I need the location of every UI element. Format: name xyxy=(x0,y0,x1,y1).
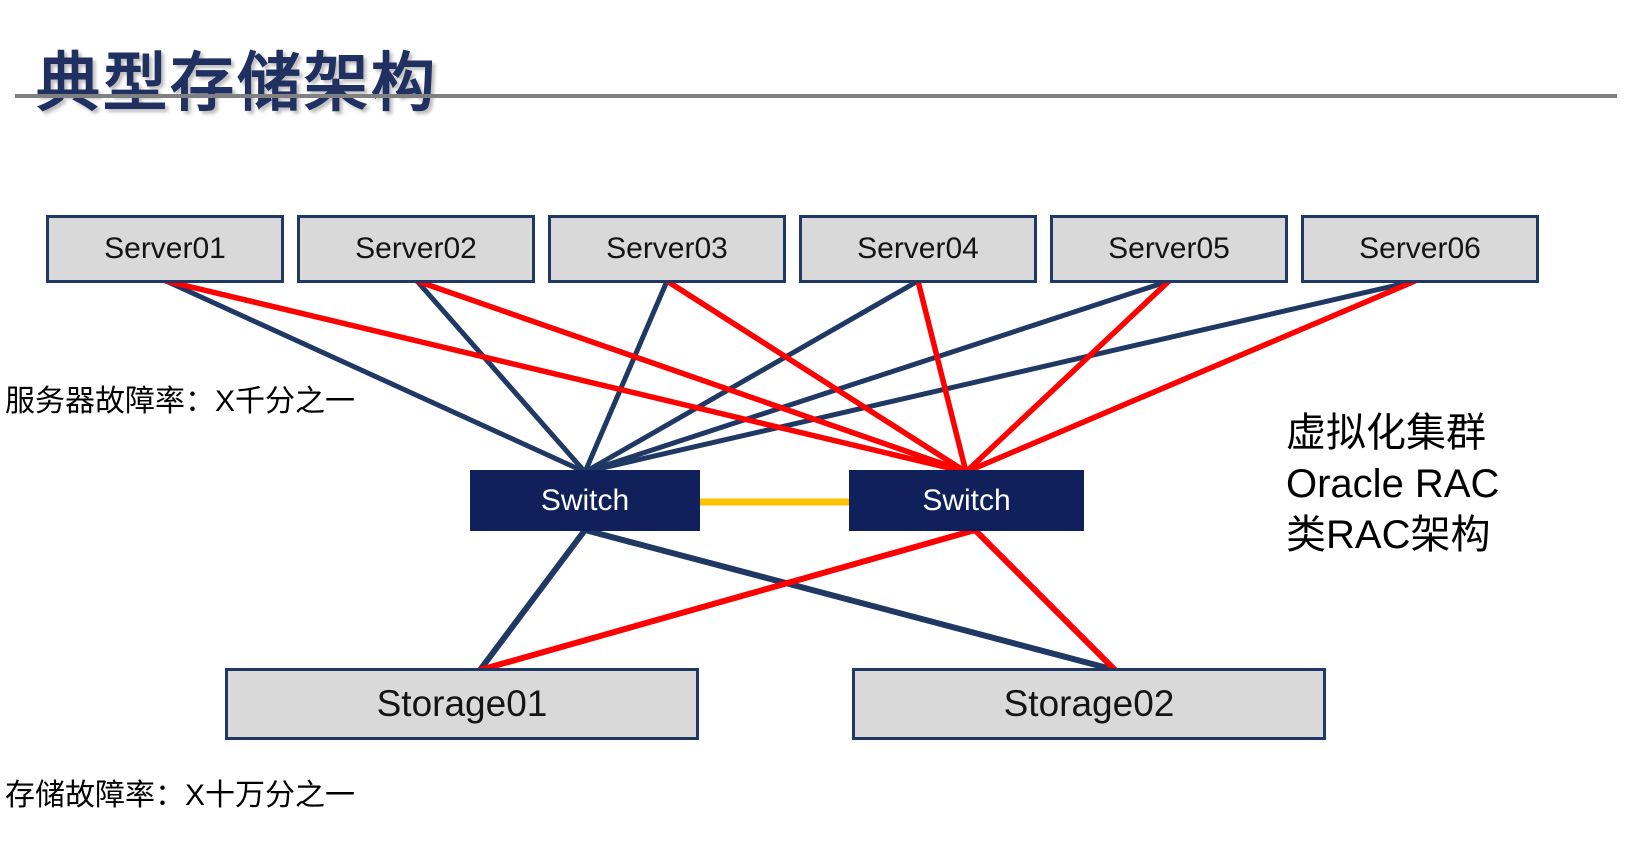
cluster-note-line3: 类RAC架构 xyxy=(1286,513,1491,557)
storage02-label: Storage02 xyxy=(1003,683,1175,724)
server05-label: Server05 xyxy=(1108,232,1230,265)
server-failure-rate-label: 服务器故障率：X千分之一 xyxy=(5,385,356,418)
page-title: 典型存储架构 xyxy=(36,46,438,119)
link-server04-switchA xyxy=(582,278,921,475)
link-switchB-storage01 xyxy=(477,527,978,673)
link-server01-switchB xyxy=(163,278,969,475)
storage-failure-rate-label: 存储故障率：X十万分之一 xyxy=(5,779,356,812)
link-server06-switchB xyxy=(963,278,1418,475)
server04-label: Server04 xyxy=(857,232,979,265)
switch-b-label: Switch xyxy=(922,483,1011,517)
link-server03-switchA xyxy=(582,278,670,475)
link-switchA-storage02 xyxy=(582,527,1118,673)
link-server01-switchA xyxy=(163,278,588,475)
link-server02-switchB xyxy=(414,278,969,475)
server02-label: Server02 xyxy=(355,232,477,265)
storage02-node: Storage02 xyxy=(852,668,1326,740)
link-switchB-storage02 xyxy=(972,527,1118,673)
server04-node: Server04 xyxy=(799,215,1037,283)
switch-a-label: Switch xyxy=(540,483,630,517)
server06-label: Server06 xyxy=(1359,232,1481,265)
server03-label: Server03 xyxy=(606,232,728,265)
cluster-note: 虚拟化集群 Oracle RAC 类RAC架构 xyxy=(1286,408,1499,561)
link-server02-switchA xyxy=(414,278,588,475)
server01-label: Server01 xyxy=(104,232,226,265)
title-divider xyxy=(15,94,1617,98)
link-server05-switchA xyxy=(582,278,1172,475)
link-server06-switchA xyxy=(582,278,1418,475)
server05-node: Server05 xyxy=(1050,215,1288,283)
cluster-note-line2: Oracle RAC xyxy=(1286,462,1500,506)
storage01-label: Storage01 xyxy=(376,683,548,724)
switch-a-node: Switch xyxy=(470,470,700,531)
link-server04-switchB xyxy=(915,278,969,475)
storage01-node: Storage01 xyxy=(225,668,699,740)
server02-node: Server02 xyxy=(297,215,535,283)
server03-node: Server03 xyxy=(548,215,786,283)
cluster-note-line1: 虚拟化集群 xyxy=(1286,411,1486,455)
server01-node: Server01 xyxy=(46,215,284,283)
link-switchA-storage01 xyxy=(477,527,588,673)
link-server03-switchB xyxy=(664,278,969,475)
switch-b-node: Switch xyxy=(849,470,1084,531)
server06-node: Server06 xyxy=(1301,215,1539,283)
link-server05-switchB xyxy=(963,278,1172,475)
